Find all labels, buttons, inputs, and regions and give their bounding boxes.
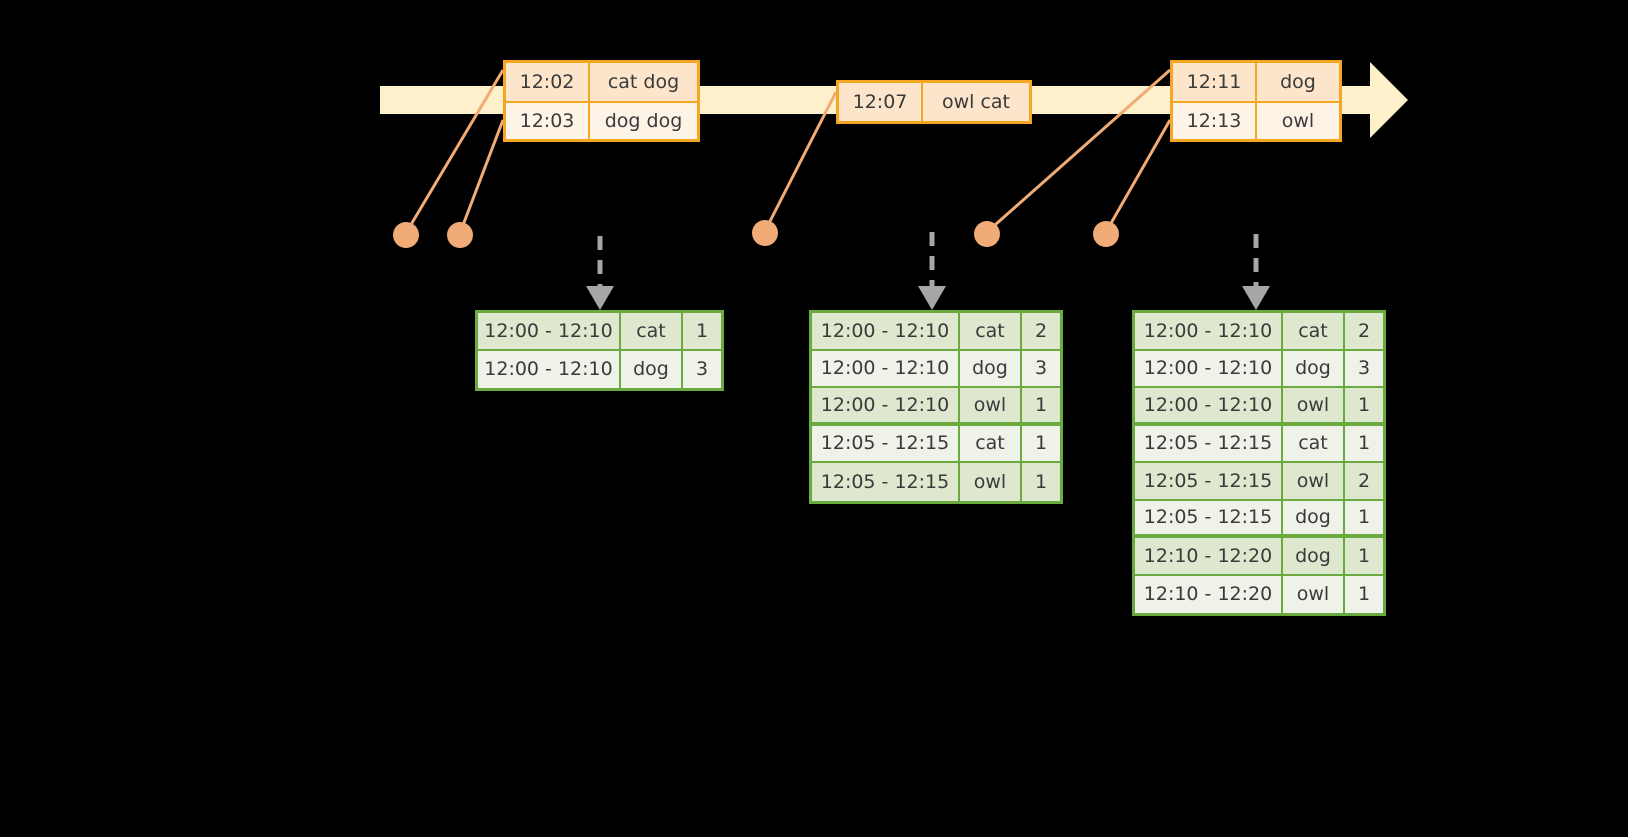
event-row: 12:07 owl cat	[839, 83, 1029, 121]
cell-window: 12:10 - 12:20	[1135, 538, 1283, 574]
cell-count: 1	[1034, 432, 1048, 455]
event-connector-dots	[393, 220, 1119, 248]
event-box-1: 12:02 cat dog 12:03 dog dog	[503, 60, 700, 142]
cell-count: 2	[1357, 319, 1371, 342]
cell-count: 1	[695, 319, 709, 342]
cell-count: 1	[1357, 583, 1371, 606]
cell-key: cat	[621, 313, 683, 349]
cell-key: owl	[1283, 463, 1345, 499]
event-time: 12:03	[506, 103, 590, 139]
cell-key: owl	[960, 463, 1022, 501]
cell-key: cat	[1283, 313, 1345, 349]
connector-dot	[1093, 221, 1119, 247]
cell-count: 3	[1034, 357, 1048, 380]
cell-count: 3	[695, 358, 709, 381]
event-row: 12:13 owl	[1173, 101, 1339, 139]
cell-window: 12:00 - 12:10	[478, 313, 621, 349]
cell-count: 3	[1357, 357, 1371, 380]
connector-dot	[393, 222, 419, 248]
cell-count: 1	[1357, 544, 1371, 567]
cell-key: dog	[1283, 350, 1345, 386]
cell-key: dog	[1283, 538, 1345, 574]
cell-window: 12:00 - 12:10	[1135, 388, 1283, 422]
event-row: 12:02 cat dog	[506, 63, 697, 101]
cell-key: owl	[1283, 575, 1345, 613]
event-time: 12:02	[506, 63, 590, 101]
cell-count: 1	[1357, 393, 1371, 416]
cell-key: cat	[960, 313, 1022, 349]
event-time: 12:07	[839, 83, 923, 121]
cell-key: owl	[1283, 388, 1345, 422]
cell-key: owl	[960, 388, 1022, 422]
cell-window: 12:05 - 12:15	[1135, 425, 1283, 461]
cell-window: 12:00 - 12:10	[812, 350, 960, 386]
cell-window: 12:05 - 12:15	[812, 463, 960, 501]
cell-key: cat	[1283, 425, 1345, 461]
cell-count: 1	[1034, 393, 1048, 416]
emit-arrow-heads	[586, 286, 1270, 310]
cell-window: 12:00 - 12:10	[812, 388, 960, 422]
event-box-2: 12:07 owl cat	[836, 80, 1032, 124]
cell-window: 12:00 - 12:10	[1135, 350, 1283, 386]
cell-count: 1	[1357, 506, 1371, 529]
event-words: dog	[1280, 71, 1316, 93]
cell-window: 12:05 - 12:15	[1135, 463, 1283, 499]
emit-arrows	[597, 232, 1259, 288]
connector-dot	[974, 221, 1000, 247]
event-words: owl cat	[941, 91, 1011, 113]
connector-dot	[447, 222, 473, 248]
cell-key: dog	[960, 350, 1022, 386]
event-words: owl	[1281, 110, 1315, 132]
cell-count: 1	[1034, 470, 1048, 493]
event-box-3: 12:11 dog 12:13 owl	[1170, 60, 1342, 142]
event-row: 12:11 dog	[1173, 63, 1339, 101]
cell-window: 12:00 - 12:10	[812, 313, 960, 349]
cell-key: dog	[621, 350, 683, 388]
event-time: 12:11	[1173, 63, 1257, 101]
cell-key: dog	[1283, 500, 1345, 534]
event-words: cat dog	[607, 71, 680, 93]
event-row: 12:03 dog dog	[506, 101, 697, 139]
cell-window: 12:10 - 12:20	[1135, 575, 1283, 613]
cell-window: 12:05 - 12:15	[812, 425, 960, 461]
event-words: dog dog	[604, 110, 683, 132]
cell-count: 1	[1357, 432, 1371, 455]
event-time: 12:13	[1173, 103, 1257, 139]
cell-window: 12:00 - 12:10	[1135, 313, 1283, 349]
cell-count: 2	[1357, 469, 1371, 492]
cell-window: 12:00 - 12:10	[478, 350, 621, 388]
connector-dot	[752, 220, 778, 246]
cell-key: cat	[960, 425, 1022, 461]
cell-count: 2	[1034, 319, 1048, 342]
cell-window: 12:05 - 12:15	[1135, 500, 1283, 534]
